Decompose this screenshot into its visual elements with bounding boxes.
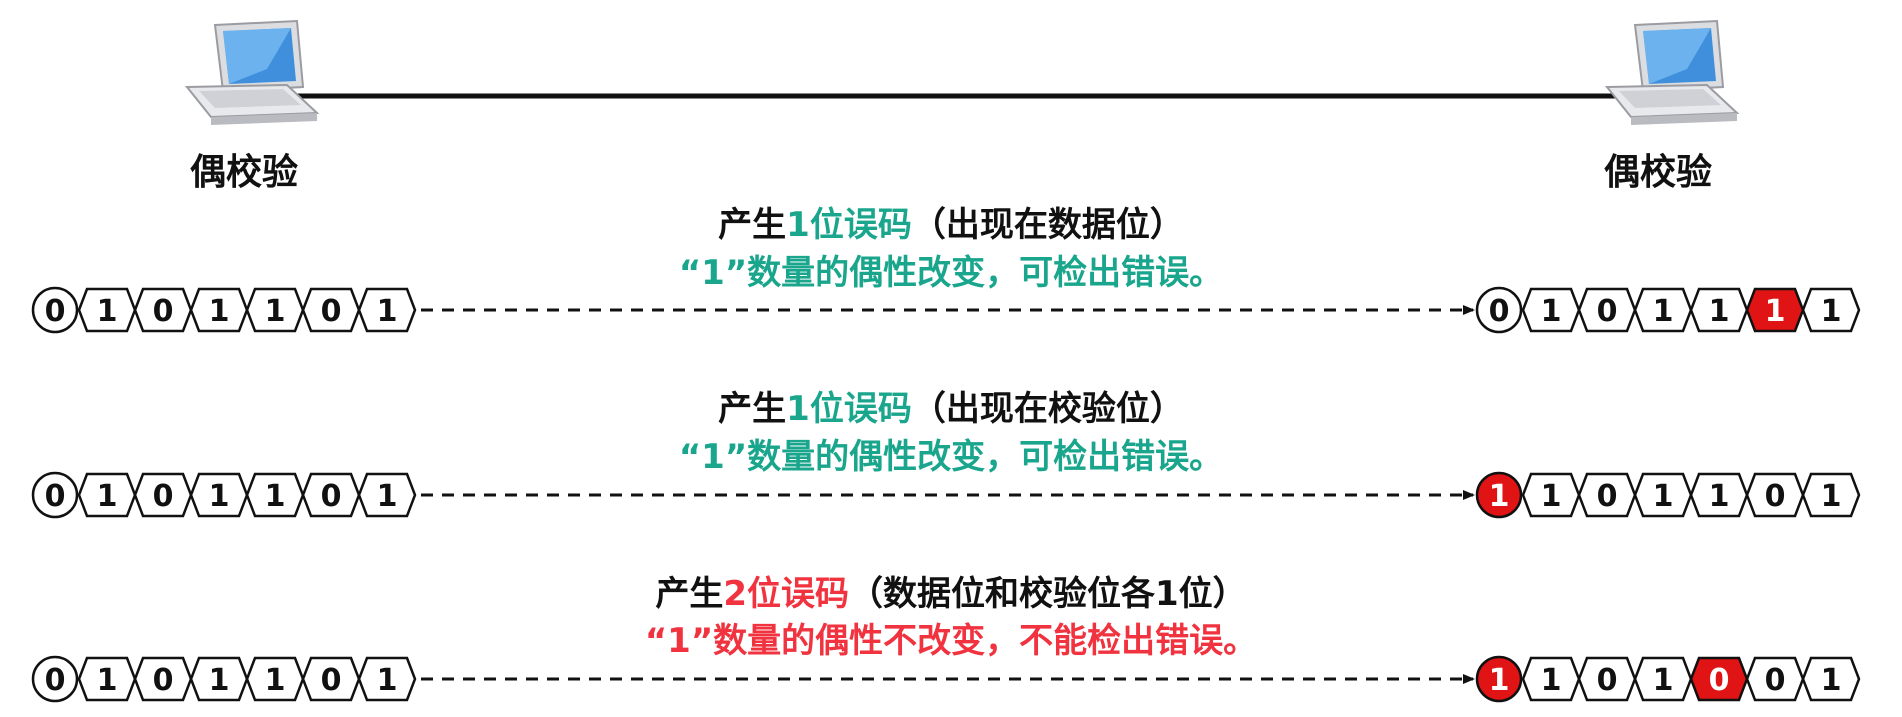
data-bit <box>1801 472 1861 518</box>
bit-label: 0 <box>1597 663 1618 698</box>
bit-label: 1 <box>209 663 230 698</box>
title-prefix: 产生 <box>718 205 786 245</box>
scenario-note: “1”数量的偶性不改变，不能检出错误。 <box>645 621 1257 661</box>
bit-label: 1 <box>1541 294 1562 329</box>
parity-bit <box>1475 286 1523 334</box>
bit-label: 1 <box>209 294 230 329</box>
scenario-title: 产生1位误码（出现在数据位） <box>718 205 1184 245</box>
bit-label: 1 <box>97 294 118 329</box>
left-host-label: 偶校验 <box>190 152 298 193</box>
bit-label: 0 <box>153 294 174 329</box>
bit-label: 0 <box>45 479 66 514</box>
bit-label: 1 <box>1821 663 1842 698</box>
parity-bit <box>31 286 79 334</box>
bit-label: 1 <box>1653 663 1674 698</box>
bit-label: 0 <box>153 479 174 514</box>
data-bit <box>1801 287 1861 333</box>
parity-bit <box>31 655 79 703</box>
bit-label: 1 <box>1653 294 1674 329</box>
data-bit <box>357 656 417 702</box>
title-highlight: 1位误码 <box>786 389 912 429</box>
title-highlight: 1位误码 <box>786 205 912 245</box>
scenario-title: 产生2位误码（数据位和校验位各1位） <box>655 574 1246 614</box>
parity-bit-error <box>1475 471 1523 519</box>
title-suffix: （出现在数据位） <box>912 205 1184 245</box>
bit-label: 0 <box>1765 663 1786 698</box>
title-prefix: 产生 <box>655 574 723 614</box>
bit-label: 1 <box>97 479 118 514</box>
bit-label: 1 <box>209 479 230 514</box>
scenario-note: “1”数量的偶性改变，可检出错误。 <box>679 437 1223 477</box>
bit-label: 0 <box>153 663 174 698</box>
scenario-note: “1”数量的偶性改变，可检出错误。 <box>679 253 1223 293</box>
data-bit <box>357 287 417 333</box>
parity-bit <box>31 471 79 519</box>
bit-label: 1 <box>377 479 398 514</box>
bit-label: 1 <box>1709 479 1730 514</box>
bit-label: 1 <box>1489 479 1510 514</box>
data-bit <box>357 472 417 518</box>
right-host: 偶校验 <box>1604 20 1738 193</box>
bit-label: 1 <box>377 663 398 698</box>
bit-label: 0 <box>1709 663 1730 698</box>
bit-label: 0 <box>45 294 66 329</box>
parity-bit-error <box>1475 655 1523 703</box>
bit-label: 1 <box>97 663 118 698</box>
laptop-icon <box>186 20 318 126</box>
title-suffix: （数据位和校验位各1位） <box>849 574 1247 614</box>
laptop-icon <box>1606 20 1738 126</box>
bit-label: 1 <box>265 294 286 329</box>
title-prefix: 产生 <box>718 389 786 429</box>
bit-label: 1 <box>377 294 398 329</box>
data-bit <box>1801 656 1861 702</box>
bit-label: 1 <box>1541 663 1562 698</box>
bit-label: 0 <box>1489 294 1510 329</box>
bit-label: 0 <box>321 663 342 698</box>
right-host-label: 偶校验 <box>1604 152 1712 193</box>
bit-label: 1 <box>1489 663 1510 698</box>
title-suffix: （出现在校验位） <box>912 389 1184 429</box>
bit-label: 0 <box>321 479 342 514</box>
bit-label: 1 <box>1765 294 1786 329</box>
title-highlight: 2位误码 <box>723 574 849 614</box>
bit-label: 1 <box>265 663 286 698</box>
bit-label: 1 <box>1821 479 1842 514</box>
left-host: 偶校验 <box>186 20 318 193</box>
bit-label: 0 <box>1597 294 1618 329</box>
bit-label: 0 <box>1765 479 1786 514</box>
bit-label: 1 <box>1653 479 1674 514</box>
bit-label: 1 <box>1821 294 1842 329</box>
scenario-title: 产生1位误码（出现在校验位） <box>718 389 1184 429</box>
bit-label: 1 <box>1709 294 1730 329</box>
bit-label: 0 <box>1597 479 1618 514</box>
bit-label: 1 <box>265 479 286 514</box>
bit-label: 1 <box>1541 479 1562 514</box>
bit-label: 0 <box>321 294 342 329</box>
bit-label: 0 <box>45 663 66 698</box>
